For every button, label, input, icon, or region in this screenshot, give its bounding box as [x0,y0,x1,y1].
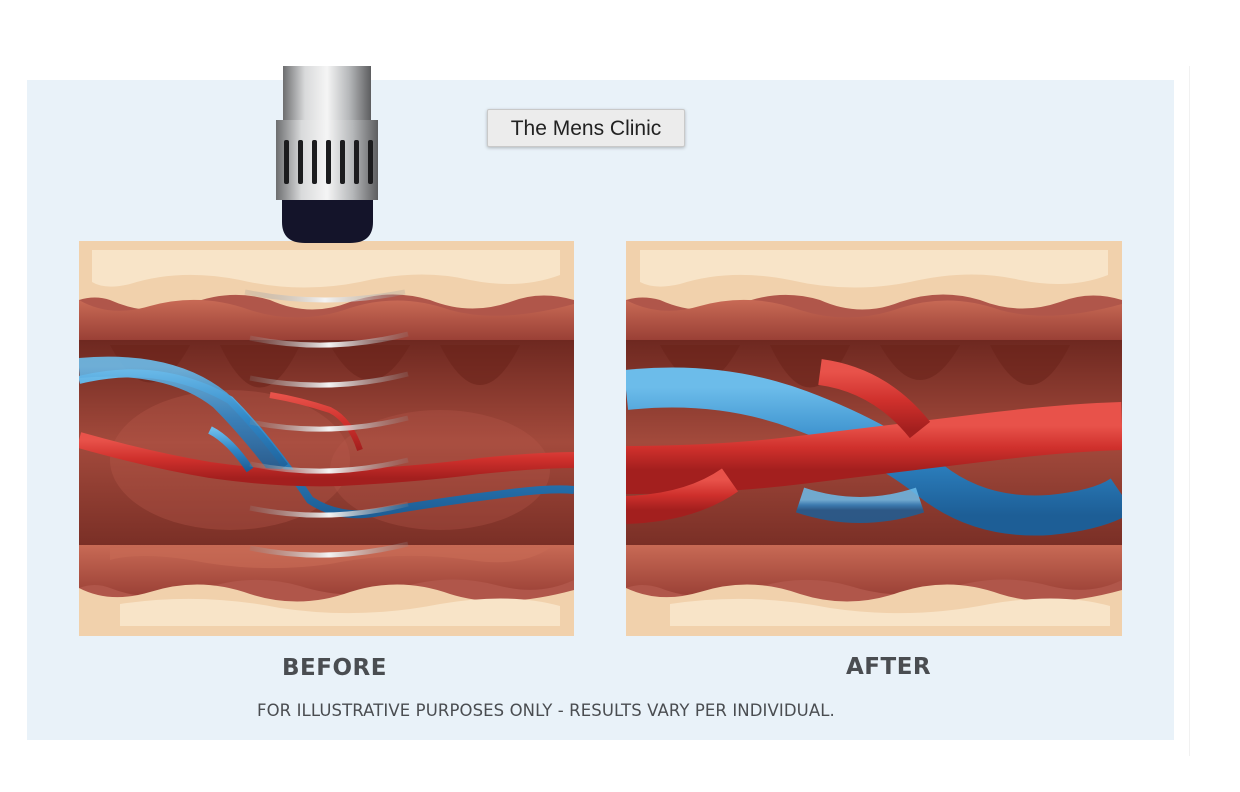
after-panel [626,241,1122,636]
page-divider [1189,66,1190,756]
after-label: AFTER [846,654,932,680]
before-panel [79,241,574,636]
shockwave-arcs [244,289,409,558]
image-tooltip: The Mens Clinic [487,109,685,147]
disclaimer-text: FOR ILLUSTRATIVE PURPOSES ONLY - RESULTS… [257,701,835,720]
shockwave-applicator [276,66,378,243]
before-label: BEFORE [282,655,387,681]
